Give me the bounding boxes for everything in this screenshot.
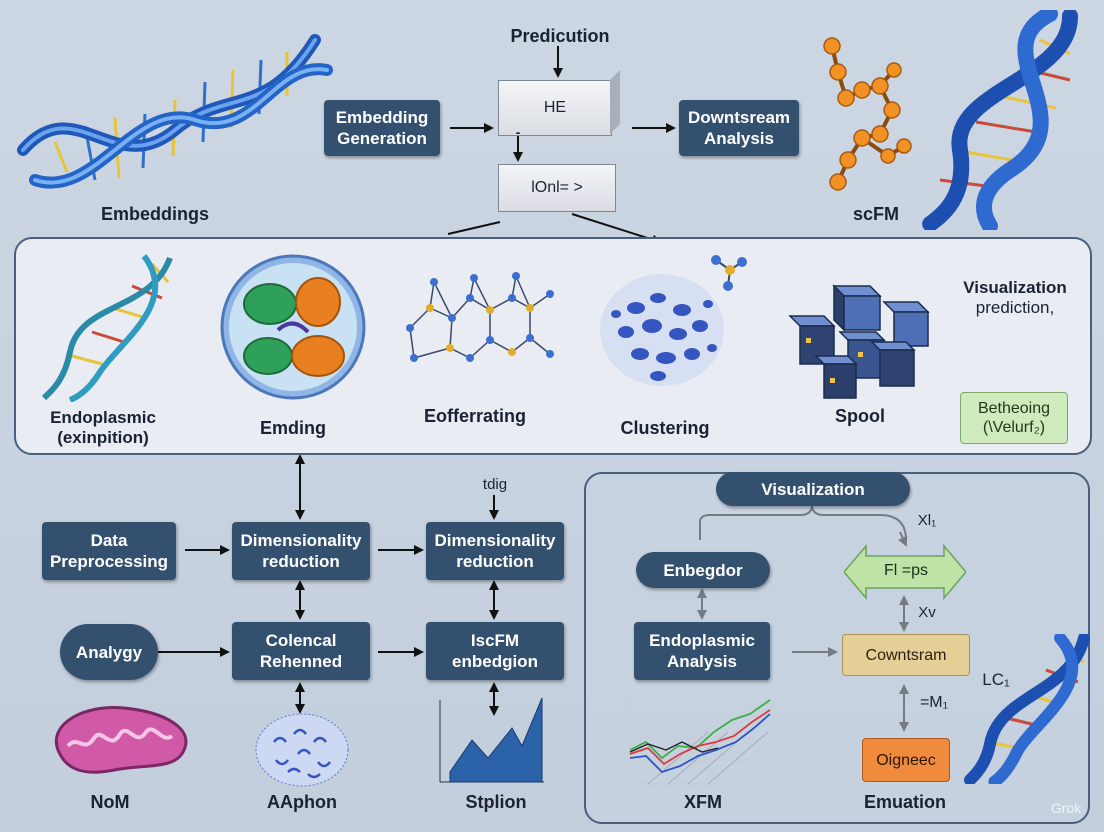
he-box: HE xyxy=(498,80,612,136)
dna-helix-icon xyxy=(17,34,333,189)
data-preprocessing-label: Data Preprocessing xyxy=(49,531,169,571)
visualization-box-label: Visualization xyxy=(761,479,865,499)
embedding-generation-box[interactable]: Embedding Generation xyxy=(324,100,440,156)
molecule-chain-icon xyxy=(823,37,912,191)
analygy-box[interactable]: Analygy xyxy=(60,624,158,680)
xl-label: Xl₁ xyxy=(917,512,937,529)
emding-label: Emding xyxy=(260,418,326,438)
tdig-label: tdig xyxy=(482,476,508,493)
molecule-icon xyxy=(711,255,747,291)
embeddings-label: Embeddings xyxy=(100,204,209,224)
lc-label: LC₁ xyxy=(982,670,1010,689)
cowntsram-box[interactable]: Cowntsram xyxy=(842,634,970,676)
cowntsram-label: Cowntsram xyxy=(865,646,947,664)
prediction-label: Predicution xyxy=(510,26,610,46)
dna-helix-icon xyxy=(922,10,1078,230)
network-graph-icon xyxy=(406,272,554,362)
cluster-blob-icon xyxy=(255,713,349,787)
dimensionality-reduction-box-2[interactable]: Dimensionality reduction xyxy=(426,522,564,580)
lonl-box: lOnl= > xyxy=(498,164,616,212)
dimensionality-reduction-label-2: Dimensionality reduction xyxy=(434,531,556,571)
cell-icon xyxy=(220,254,366,400)
analygy-label: Analygy xyxy=(75,642,143,662)
visualization-mid-label: Visualization xyxy=(963,278,1067,297)
cluster-blob-icon xyxy=(600,274,724,386)
spool-label: Spool xyxy=(835,406,885,426)
embedding-generation-label: Embedding Generation xyxy=(335,108,429,148)
dna-helix-icon xyxy=(964,634,1090,784)
enbegdor-label: Enbegdor xyxy=(663,560,743,580)
xfm-label: XFM xyxy=(684,792,722,812)
iscfm-label: IscFM enbedgion xyxy=(452,631,538,671)
fl-ps-label: Fl =ps xyxy=(883,562,928,579)
oigneec-box[interactable]: Oigneec xyxy=(862,738,950,782)
watermark-label: Grok xyxy=(1050,800,1082,816)
endoplasmic-label: Endoplasmic (exinpition) xyxy=(50,408,156,447)
he-box-side xyxy=(610,70,620,134)
scfm-label: scFM xyxy=(852,204,899,224)
downstream-analysis-box[interactable]: Downtsream Analysis xyxy=(679,100,799,156)
betheoing-box[interactable]: Betheoing (\Velurf₂) xyxy=(960,392,1068,444)
cube-stack-icon xyxy=(788,284,930,399)
m-label: =M₁ xyxy=(919,694,949,711)
downstream-analysis-label: Downtsream Analysis xyxy=(687,108,791,148)
colencal-label: Colencal Rehenned xyxy=(259,631,343,671)
enbegdor-box[interactable]: Enbegdor xyxy=(636,552,770,588)
aaphon-label: AAphon xyxy=(267,792,337,812)
line-chart-icon xyxy=(629,698,774,785)
clustering-label: Clustering xyxy=(620,418,710,438)
lonl-box-label: lOnl= > xyxy=(531,179,583,196)
xv-label: Xv xyxy=(918,604,936,621)
tick-label: - xyxy=(515,124,521,140)
visualization-box[interactable]: Visualization xyxy=(716,472,910,506)
stplion-label: Stplion xyxy=(465,792,527,812)
fl-ps-arrow-shape xyxy=(844,544,966,600)
betheoing-label: Betheoing (\Velurf₂) xyxy=(977,400,1051,436)
prediction-mid-label: prediction, xyxy=(975,298,1055,317)
endoplasmic-analysis-box[interactable]: Endoplasmic Analysis xyxy=(634,622,770,680)
endoplasmic-analysis-label: Endoplasmic Analysis xyxy=(649,631,755,671)
oigneec-label: Oigneec xyxy=(876,751,936,769)
he-box-label: HE xyxy=(543,99,567,116)
nom-label: NoM xyxy=(90,792,130,812)
dimensionality-reduction-label-1: Dimensionality reduction xyxy=(240,531,362,571)
area-chart-icon xyxy=(439,697,544,783)
mitochondrion-icon xyxy=(54,705,188,774)
emuation-label: Emuation xyxy=(863,792,946,812)
data-preprocessing-box[interactable]: Data Preprocessing xyxy=(42,522,176,580)
line-lonl-panel xyxy=(447,221,501,235)
dna-helix-icon xyxy=(41,254,173,402)
eofferrating-label: Eofferrating xyxy=(423,406,526,426)
iscfm-box[interactable]: IscFM enbedgion xyxy=(426,622,564,680)
dimensionality-reduction-box-1[interactable]: Dimensionality reduction xyxy=(232,522,370,580)
colencal-box[interactable]: Colencal Rehenned xyxy=(232,622,370,680)
